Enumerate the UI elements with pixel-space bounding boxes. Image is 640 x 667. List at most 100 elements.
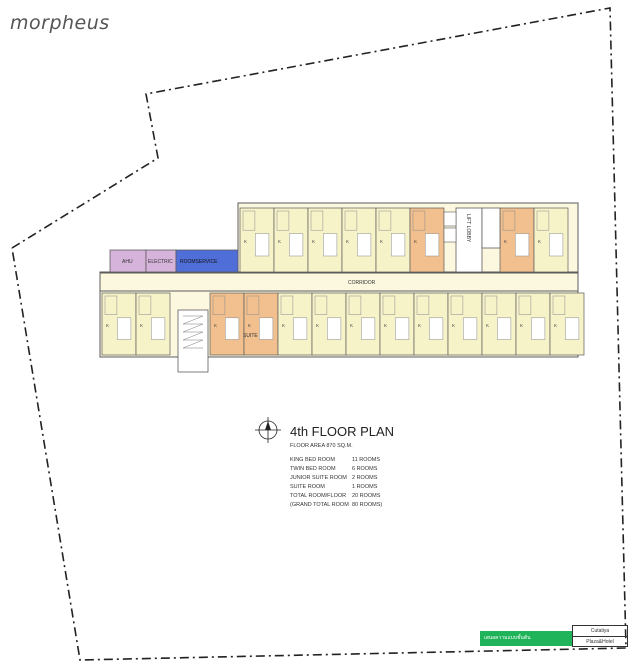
bathroom xyxy=(246,295,260,315)
room-type-label: K xyxy=(248,323,251,328)
room-type-label: K xyxy=(554,323,557,328)
plan-title-block: 4th FLOOR PLAN FLOOR AREA 870 SQ.M. KING… xyxy=(290,424,394,509)
project-subname: Plaza&Hotel xyxy=(586,639,614,645)
room-type-label: K xyxy=(452,323,455,328)
title-block-project: Cutatiya Plaza&Hotel xyxy=(572,625,628,647)
room-type-label: K xyxy=(282,323,285,328)
bed xyxy=(463,317,478,340)
bathroom xyxy=(310,210,324,231)
bed xyxy=(425,233,440,257)
title-block-status: เสนอความแบบชั้นต้น xyxy=(480,631,572,646)
stat-row: KING BED ROOM 11 ROOMS xyxy=(290,455,382,464)
bathroom xyxy=(242,210,256,231)
stat-label: TWIN BED ROOM xyxy=(290,465,336,472)
project-name: Cutatiya xyxy=(573,626,627,637)
room-type-label: K xyxy=(486,323,489,328)
roomservice-label: ROOMSERVICE xyxy=(180,259,218,265)
stat-label: SUITE ROOM xyxy=(290,483,325,490)
north-arrow-icon xyxy=(255,417,281,443)
bed xyxy=(497,317,512,340)
lower-room-row: K K K K K K K K K K K K K SUITE xyxy=(101,292,585,356)
lift-lobby-label: LIFT LOBBY xyxy=(465,214,471,243)
room-type-label: K xyxy=(244,239,247,244)
morpheus-logo: morpheus xyxy=(10,12,110,34)
stat-value: 1 ROOMS xyxy=(352,483,378,490)
bed xyxy=(259,317,274,340)
bathroom xyxy=(138,295,152,315)
stat-row: TOTAL ROOM/FLOOR 20 ROOMS xyxy=(290,491,382,500)
site-boundary xyxy=(11,7,627,661)
bathroom xyxy=(212,295,226,315)
stat-label: KING BED ROOM xyxy=(290,456,335,463)
bed xyxy=(323,233,338,257)
bathroom xyxy=(348,295,362,315)
bed xyxy=(293,317,308,340)
room-type-label: K xyxy=(214,323,217,328)
bed xyxy=(255,233,270,257)
lift-car-1 xyxy=(443,211,457,227)
room-stats-table: KING BED ROOM 11 ROOMS TWIN BED ROOM 6 ROOM… xyxy=(290,455,382,509)
room-type-label: K xyxy=(380,239,383,244)
bathroom xyxy=(552,295,566,315)
suite-label: SUITE xyxy=(243,333,258,339)
plan-title: 4th FLOOR PLAN xyxy=(290,424,395,439)
bed xyxy=(429,317,444,340)
stat-label: (GRAND TOTAL ROOM xyxy=(290,501,349,508)
room-type-label: K xyxy=(278,239,281,244)
lower-stair xyxy=(177,309,209,373)
room-type-label: K xyxy=(316,323,319,328)
room-type-label: K xyxy=(414,239,417,244)
bed xyxy=(565,317,580,340)
stat-value: 11 ROOMS xyxy=(352,456,381,463)
room-type-label: K xyxy=(384,323,387,328)
bathroom xyxy=(536,210,550,231)
bed xyxy=(289,233,304,257)
bed xyxy=(395,317,410,340)
bed xyxy=(327,317,342,340)
bathroom xyxy=(314,295,328,315)
stat-row: SUITE ROOM 1 ROOMS xyxy=(290,482,382,491)
corridor-label: CORRIDOR xyxy=(348,280,376,286)
electric-label: ELECTRIC xyxy=(148,259,173,265)
bathroom xyxy=(412,210,426,231)
bathroom xyxy=(344,210,358,231)
stat-label: TOTAL ROOM/FLOOR xyxy=(290,492,347,499)
stat-value: 20 ROOMS xyxy=(352,492,381,499)
lower-stair-treads xyxy=(182,315,204,349)
stat-row: JUNIOR SUITE ROOM 2 ROOMS xyxy=(290,473,382,482)
ahu-label: AHU xyxy=(122,259,133,265)
room-type-label: K xyxy=(312,239,315,244)
bathroom xyxy=(280,295,294,315)
bed xyxy=(531,317,546,340)
bathroom xyxy=(416,295,430,315)
roomservice-room xyxy=(175,249,239,273)
bathroom xyxy=(484,295,498,315)
bed xyxy=(391,233,406,257)
stat-value: 6 ROOMS xyxy=(352,465,378,472)
room-type-label: K xyxy=(538,239,541,244)
bed xyxy=(117,317,132,340)
bed xyxy=(549,233,564,257)
stat-label: JUNIOR SUITE ROOM xyxy=(290,474,347,481)
room-type-label: K xyxy=(350,323,353,328)
bathroom xyxy=(104,295,118,315)
upper-stair xyxy=(481,207,501,249)
room-type-label: K xyxy=(520,323,523,328)
room-type-label: K xyxy=(346,239,349,244)
bathroom xyxy=(502,210,516,231)
lift-car-2 xyxy=(443,227,457,243)
bed xyxy=(515,233,530,257)
bathroom xyxy=(450,295,464,315)
room-type-label: K xyxy=(418,323,421,328)
room-type-label: K xyxy=(106,323,109,328)
bed xyxy=(151,317,166,340)
room-type-label: K xyxy=(140,323,143,328)
bathroom xyxy=(276,210,290,231)
stat-row: TWIN BED ROOM 6 ROOMS xyxy=(290,464,382,473)
bed xyxy=(357,233,372,257)
bed xyxy=(225,317,240,340)
stat-value: 2 ROOMS xyxy=(352,474,378,481)
